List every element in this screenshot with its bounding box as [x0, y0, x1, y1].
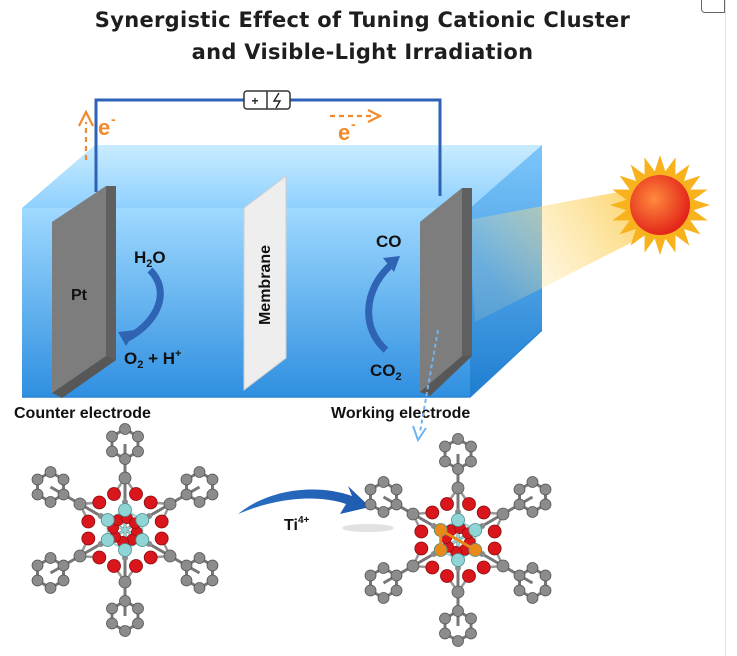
- co-label: CO: [376, 232, 402, 251]
- water-label: H: [134, 248, 146, 267]
- external-circuit-wire: [94, 98, 442, 196]
- electron-charge-right: -: [351, 116, 356, 132]
- svg-text:CO2: CO2: [370, 361, 402, 383]
- working-electrode-plate: [420, 188, 472, 396]
- sun-icon: [610, 155, 710, 255]
- counter-material-label: Pt: [71, 287, 88, 304]
- water-sub: 2: [146, 258, 152, 270]
- oxygen-sub: 2: [137, 359, 143, 371]
- oxidation-cycle: H2O O2 + H+: [118, 248, 181, 371]
- co2-label: CO: [370, 361, 396, 380]
- water-tail: O: [152, 248, 165, 267]
- counter-electrode-label: Counter electrode: [14, 405, 151, 422]
- window-corner-icon: [701, 0, 725, 13]
- proton-charge: +: [175, 348, 181, 360]
- membrane-label: Membrane: [257, 245, 274, 325]
- electron-label-left: e: [98, 115, 110, 140]
- working-electrode-label: Working electrode: [331, 405, 470, 422]
- svg-text:O2 + H+: O2 + H+: [124, 348, 181, 371]
- light-beam: [468, 188, 672, 322]
- electron-flow-left: e -: [78, 109, 116, 160]
- ti-exchanged-cluster-molecule: [364, 433, 552, 647]
- membrane: Membrane: [243, 174, 287, 392]
- svg-text:H2O: H2O: [134, 248, 166, 270]
- reaction-label-charge: 4+: [298, 515, 310, 526]
- cation-exchange-arrow: Ti4+: [238, 486, 394, 534]
- title-line-1: Synergistic Effect of Tuning Cationic Cl…: [94, 8, 631, 32]
- electron-charge-left: -: [111, 111, 116, 127]
- title-line-2: and Visible-Light Irradiation: [191, 40, 534, 64]
- zoom-leader-line: [412, 329, 439, 443]
- svg-text:Ti4+: Ti4+: [284, 515, 309, 534]
- reduction-cycle: CO CO2: [365, 232, 402, 383]
- co2-sub: 2: [396, 371, 402, 383]
- proton-label: + H: [143, 349, 175, 368]
- electron-flow-right: e -: [330, 109, 383, 145]
- battery-plus-label: +: [251, 94, 258, 108]
- zr-cluster-molecule: [31, 423, 219, 637]
- counter-electrode-plate: Pt: [52, 186, 116, 398]
- battery-icon: +: [243, 90, 291, 110]
- electron-label-right: e: [338, 120, 350, 145]
- reaction-label: Ti: [284, 517, 298, 534]
- oxygen-label: O: [124, 349, 137, 368]
